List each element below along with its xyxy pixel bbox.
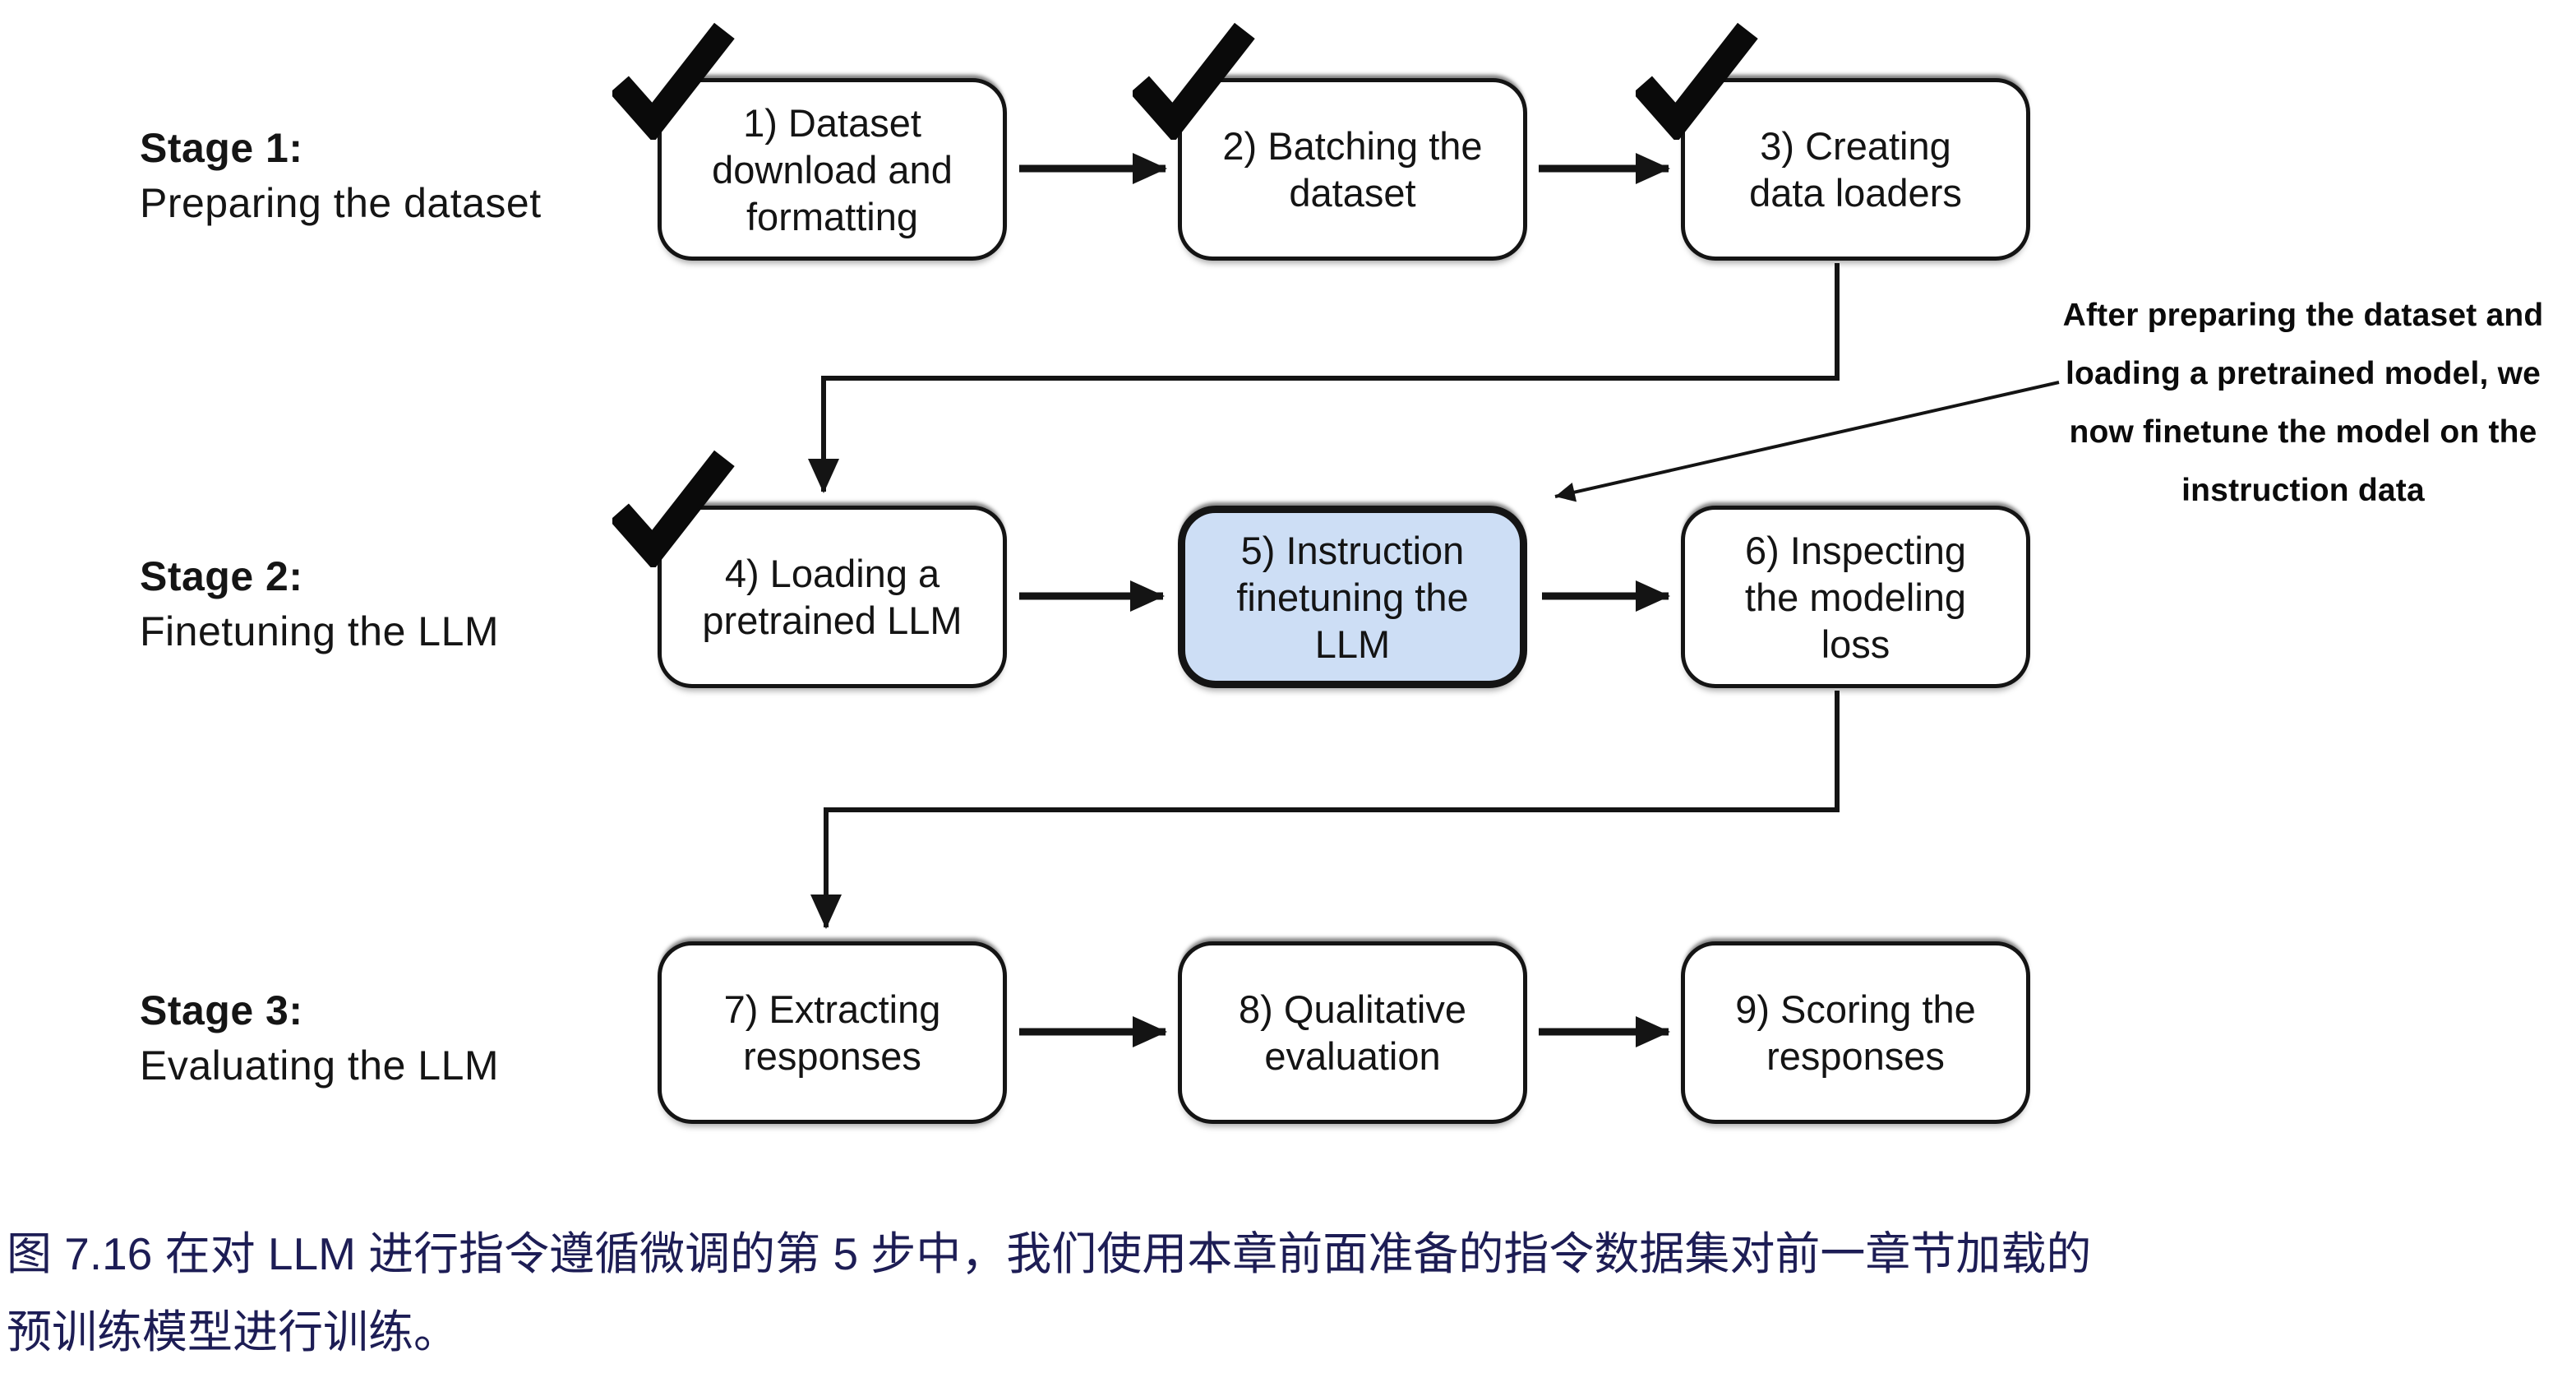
- annotation-pointer-arrow: [1554, 381, 2060, 502]
- annotation-line-4: instruction data: [2181, 473, 2425, 508]
- step-box-3: 3) Creating data loaders: [1681, 78, 2030, 261]
- annotation-line-3: now finetune the model on the: [2069, 414, 2537, 450]
- stage-3-label: Stage 3: Evaluating the LLM: [140, 983, 666, 1093]
- step-6-label: 6) Inspecting the modeling loss: [1744, 528, 1967, 666]
- stage-2-title: Stage 2:: [140, 553, 303, 599]
- figure-caption: 图 7.16 在对 LLM 进行指令遵循微调的第 5 步中，我们使用本章前面准备…: [7, 1215, 2571, 1371]
- step-5-label: 5) Instruction finetuning the LLM: [1236, 528, 1469, 666]
- stage-2-subtitle: Finetuning the LLM: [140, 608, 500, 654]
- step-9-label: 9) Scoring the responses: [1735, 987, 1976, 1078]
- step-box-5-highlighted: 5) Instruction finetuning the LLM: [1178, 506, 1527, 688]
- annotation-line-1: After preparing the dataset and: [2062, 298, 2544, 333]
- annotation-note: After preparing the dataset and loading …: [2030, 286, 2576, 520]
- stage-2-label: Stage 2: Finetuning the LLM: [140, 549, 666, 659]
- step-box-7: 7) Extracting responses: [658, 941, 1007, 1124]
- stage-1-label: Stage 1: Preparing the dataset: [140, 121, 666, 231]
- step-2-label: 2) Batching the dataset: [1222, 124, 1483, 215]
- step-3-label: 3) Creating data loaders: [1749, 124, 1962, 215]
- step-box-4: 4) Loading a pretrained LLM: [658, 506, 1007, 688]
- step-8-label: 8) Qualitative evaluation: [1239, 987, 1466, 1078]
- annotation-line-2: loading a pretrained model, we: [2065, 356, 2541, 391]
- step-4-label: 4) Loading a pretrained LLM: [702, 552, 963, 642]
- step-box-6: 6) Inspecting the modeling loss: [1681, 506, 2030, 688]
- connector-step3-step4: [808, 263, 1840, 493]
- stage-3-title: Stage 3:: [140, 987, 303, 1033]
- step-1-label: 1) Dataset download and formatting: [712, 100, 953, 238]
- stage-3-subtitle: Evaluating the LLM: [140, 1042, 500, 1089]
- step-box-8: 8) Qualitative evaluation: [1178, 941, 1527, 1124]
- step-box-1: 1) Dataset download and formatting: [658, 78, 1007, 261]
- step-box-2: 2) Batching the dataset: [1178, 78, 1527, 261]
- step-box-9: 9) Scoring the responses: [1681, 941, 2030, 1124]
- stage-1-title: Stage 1:: [140, 125, 303, 171]
- caption-line-1: 图 7.16 在对 LLM 进行指令遵循微调的第 5 步中，我们使用本章前面准备…: [7, 1228, 2092, 1279]
- connector-step6-step7: [810, 691, 1840, 929]
- stage-1-subtitle: Preparing the dataset: [140, 180, 542, 226]
- caption-line-2: 预训练模型进行训练。: [7, 1306, 459, 1357]
- step-7-label: 7) Extracting responses: [723, 987, 941, 1078]
